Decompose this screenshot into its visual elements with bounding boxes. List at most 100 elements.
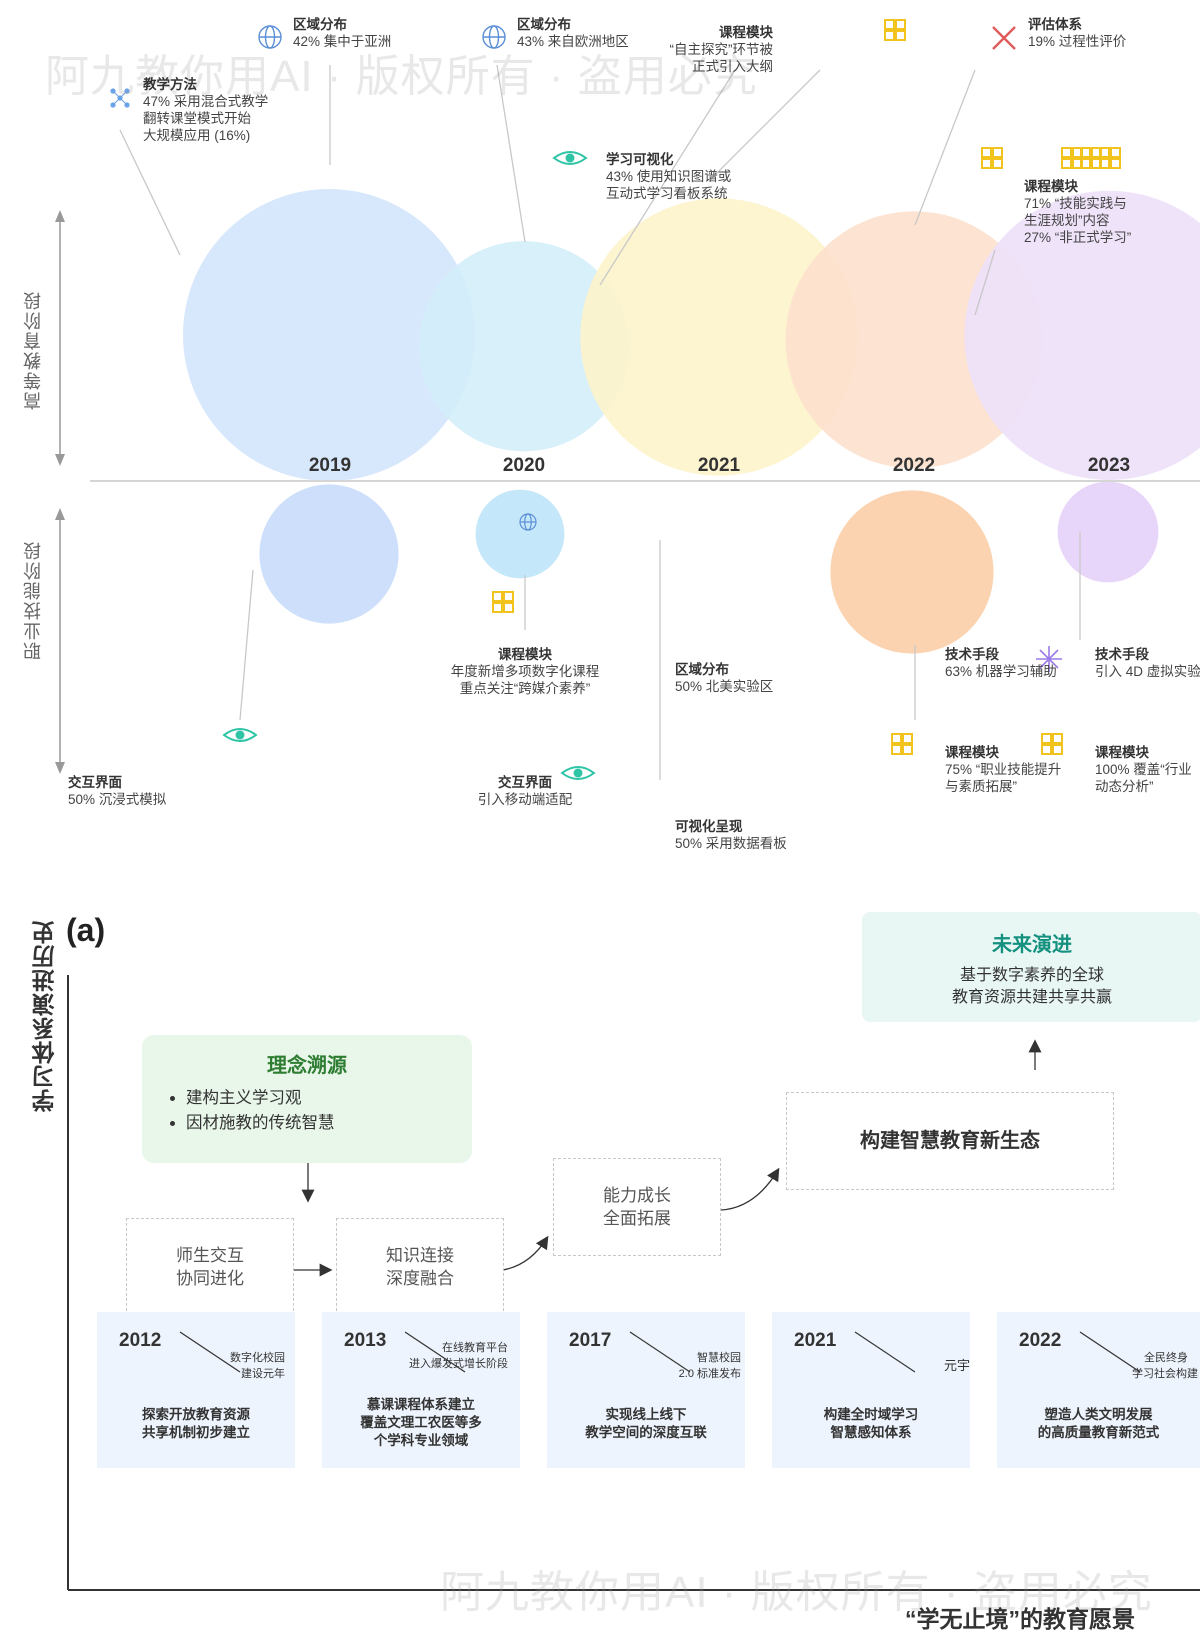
eye-icon [560,766,596,780]
cross-icon [992,26,1016,50]
annotation-line: 100% 覆盖“行业 [1095,762,1192,777]
timeline-event: 在线教育平台进入爆发式增长阶段 [409,1340,508,1372]
annotation-title: 学习可视化 [606,152,674,167]
annotation-line: 47% 采用混合式教学 [143,94,269,109]
timeline-year: 2013 [344,1330,387,1351]
event-line: 建设元年 [241,1368,285,1380]
eye-icon [552,151,588,165]
annotation-line: 50% 采用数据看板 [675,836,787,851]
grid-icon [1041,733,1063,755]
event-line: 2.0 标准发布 [678,1368,741,1380]
timeline-desc: 实现线上线下教学空间的深度互联 [547,1406,745,1442]
year-label: 2021 [697,455,741,476]
list-item: 因材施教的传统智慧 [186,1111,448,1136]
annotation-title: 技术手段 [1095,647,1149,662]
annotation-technology: 技术手段 63% 机器学习辅助 [945,646,1057,680]
bubble-higher-2023 [964,190,1200,480]
annotation-region: 区域分布 43% 来自欧洲地区 [517,16,629,50]
annotation-line: 大规模应用 (16%) [143,128,251,143]
desc-line: 覆盖文理工农医等多 [360,1415,482,1430]
grid-icons [492,19,1121,755]
annotation-title: 区域分布 [517,17,571,32]
timeline-card: 2013 在线教育平台进入爆发式增长阶段 慕课课程体系建立覆盖文理工农医等多个学… [322,1312,520,1468]
timeline-desc: 构建全时域学习智慧感知体系 [772,1406,970,1442]
y-axis-label: 学习体系演进历史 [32,920,58,1112]
grid-icon [492,591,514,613]
timeline-desc: 慕课课程体系建立覆盖文理工农医等多个学科专业领域 [322,1396,520,1450]
event-line: 全民终身 [1144,1352,1188,1364]
annotation-title: 区域分布 [675,662,729,677]
sparkle-icon [1036,646,1062,672]
step-line: 全面拓展 [603,1209,671,1228]
bubble-vocational-2020 [475,489,565,579]
annotation-line: 42% 集中于亚洲 [293,34,392,49]
x-axis-label: “学无止境”的教育愿景 [905,1606,1135,1632]
annotation-line: 引入 4D 虚拟实验 [1095,664,1200,679]
future-box: 未来演进 基于数字素养的全球 教育资源共建共享共赢 [862,912,1200,1022]
desc-line: 探索开放教育资源 [142,1407,250,1422]
annotation-region: 区域分布 50% 北美实验区 [675,661,773,695]
annotation-line: “自主探究”环节被 [669,42,774,57]
timeline-year: 2021 [794,1330,837,1351]
annotation-course-module: 课程模块 “自主探究”环节被 正式引入大纲 [640,24,774,75]
desc-line: 智慧感知体系 [830,1425,912,1440]
vocational-bubbles [259,481,1159,654]
event-line: 智慧校园 [697,1352,741,1364]
annotation-technology: 技术手段 引入 4D 虚拟实验 [1095,646,1200,680]
globe-icon [258,25,282,49]
higher-axis-arrow [55,210,65,466]
annotation-line: 27% “非正式学习” [1024,230,1132,245]
annotation-title: 可视化呈现 [675,819,743,834]
annotation-course-module: 课程模块 年度新增多项数字化课程 重点关注“跨媒介素养” [430,646,620,697]
annotation-line: 19% 过程性评价 [1028,34,1127,49]
desc-line: 共享机制初步建立 [142,1425,250,1440]
grid-icon [1080,147,1102,169]
higher-bubbles [183,189,1200,481]
desc-line: 的高质量教育新范式 [1037,1425,1160,1440]
annotation-line: 互动式学习看板系统 [606,186,728,201]
annotation-line: 43% 来自欧洲地区 [517,34,629,49]
year-label: 2023 [1087,455,1131,476]
vocational-axis-arrow [55,508,65,774]
future-line: 基于数字素养的全球 [959,967,1104,984]
flow-arrows [294,1039,1042,1277]
grid-icon [1061,147,1083,169]
annotation-region: 区域分布 42% 集中于亚洲 [293,16,391,50]
origin-box: 理念溯源 建构主义学习观 因材施教的传统智慧 [142,1035,472,1163]
step-line: 协同进化 [176,1269,244,1288]
grid-icon [981,147,1003,169]
annotation-interface: 交互界面 50% 沉浸式模拟 [68,774,166,808]
leader-lines [119,64,1081,780]
ecosystem-label: 构建智慧教育新生态 [860,1129,1040,1152]
bubble-higher-2019 [183,189,475,481]
annotation-course-module: 课程模块 100% 覆盖“行业 动态分析” [1095,744,1192,795]
annotation-title: 课程模块 [719,25,773,40]
event-line: 数字化校园 [230,1352,285,1364]
future-title: 未来演进 [992,934,1072,956]
step-line: 能力成长 [603,1186,671,1205]
grid-icon [884,19,906,41]
annotation-line: 正式引入大纲 [692,59,773,74]
annotation-title: 课程模块 [1095,745,1149,760]
desc-line: 实现线上线下 [605,1407,687,1422]
bubble-vocational-2019 [259,484,399,624]
year-label: 2022 [892,455,936,476]
grid-icon [891,733,913,755]
annotation-title: 课程模块 [1024,179,1078,194]
desc-line: 构建全时域学习 [823,1407,919,1422]
step-box: 能力成长全面拓展 [553,1158,721,1256]
annotation-course-module: 课程模块 75% “职业技能提升 与素质拓展” [945,744,1061,795]
desc-line: 慕课课程体系建立 [367,1397,475,1412]
annotation-title: 评估体系 [1028,17,1082,32]
event-line: 学习社会构建 [1132,1368,1198,1380]
annotation-line: 43% 使用知识图谱或 [606,169,732,184]
annotation-line: 生涯规划”内容 [1024,213,1110,228]
annotation-line: 动态分析” [1095,779,1154,794]
vocational-axis-label: 职业技能阶段 [23,540,43,660]
higher-axis-label: 高等教育阶段 [23,290,43,410]
year-label: 2020 [502,455,546,476]
timeline-year: 2012 [119,1330,162,1351]
list-item: 建构主义学习观 [186,1086,448,1111]
